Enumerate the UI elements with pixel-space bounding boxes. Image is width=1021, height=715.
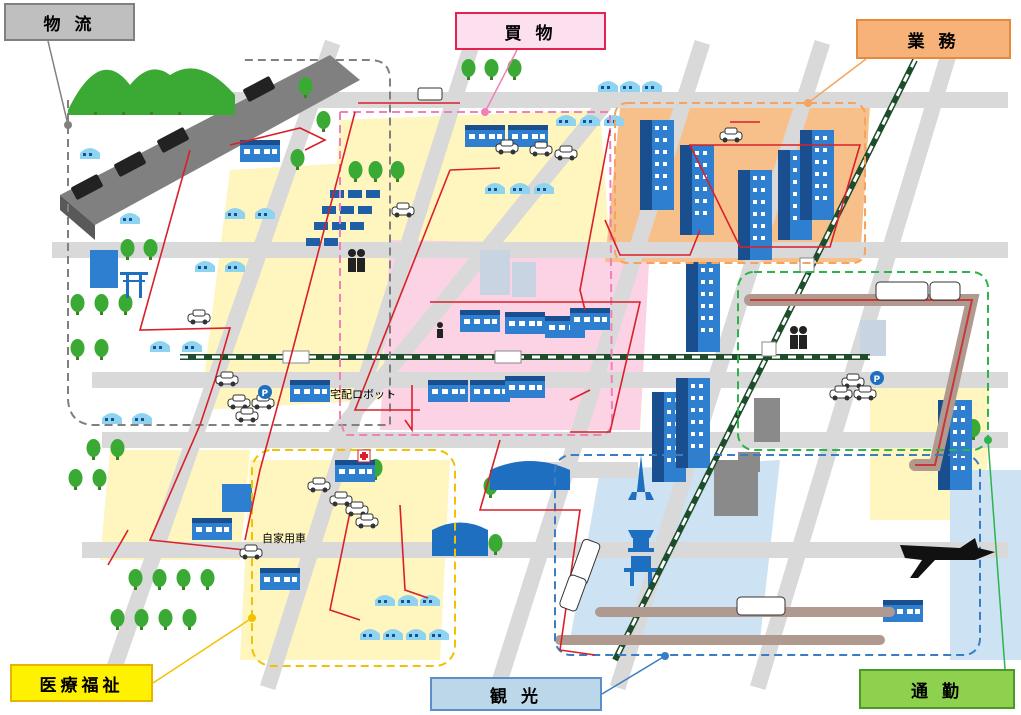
towers	[480, 120, 972, 516]
parking-signs: P P	[258, 371, 884, 399]
label-commute: 通 勤	[859, 669, 1015, 709]
routes	[107, 102, 862, 656]
label-private-car: 自家用車	[262, 532, 306, 545]
hospital-cross	[357, 449, 371, 463]
torii	[120, 272, 148, 298]
buildings	[90, 125, 923, 622]
svg-text:P: P	[874, 375, 881, 385]
zone-sea	[950, 470, 1021, 660]
label-tourism: 観 光	[430, 677, 602, 711]
pagoda	[624, 530, 658, 586]
business-outline	[614, 102, 866, 264]
label-delivery-robot: 宅配ロボット	[330, 388, 396, 401]
tower-landmark	[628, 455, 654, 500]
commute-outline	[737, 271, 989, 451]
label-shopping: 買 物	[455, 12, 606, 50]
label-business: 業 務	[856, 19, 1011, 59]
label-connectors	[47, 40, 1006, 695]
label-medical-welfare: 医療福祉	[10, 664, 153, 702]
transit-line	[555, 294, 980, 645]
logistics-outline	[67, 59, 391, 426]
vehicles	[71, 76, 995, 616]
svg-text:P: P	[262, 389, 269, 399]
hills	[68, 68, 235, 115]
people	[348, 249, 807, 349]
airplane-icon	[900, 538, 995, 578]
label-logistics: 物 流	[4, 3, 135, 41]
landmarks	[120, 272, 658, 586]
trucks	[71, 76, 275, 200]
medical-outline	[251, 449, 456, 667]
